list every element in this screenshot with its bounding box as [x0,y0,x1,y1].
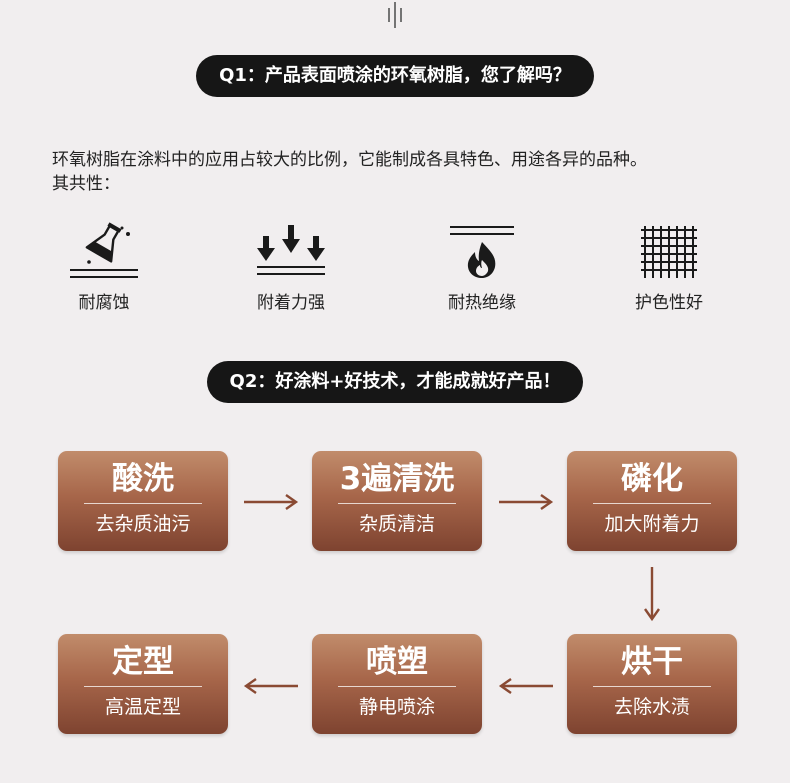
arrow-left-icon [243,678,298,694]
flask-icon [70,222,138,278]
feature-label: 附着力强 [257,293,325,313]
step-subtitle: 静电喷涂 [358,696,435,718]
arrow-down-icon [644,567,660,622]
step-subtitle: 杂质清洁 [358,513,435,535]
intro-line-1: 环氧树脂在涂料中的应用占较大的比例，它能制成各具特色、用途各异的品种。 [52,150,647,170]
step-title: 定型 [112,644,174,680]
step-title: 酸洗 [112,461,174,497]
step-title: 喷塑 [366,644,428,680]
feature-corrosion: 耐腐蚀 [29,222,179,313]
step-divider [338,503,456,504]
step-title: 磷化 [621,461,683,497]
step-divider [84,686,202,687]
step-divider [84,503,202,504]
down-arrows-icon [257,225,325,275]
step-divider [593,503,711,504]
step-subtitle: 加大附着力 [604,513,700,535]
question-2-banner: Q2：好涂料+好技术，才能成就好产品！ [207,361,583,403]
process-step-pickling: 酸洗 去杂质油污 [58,451,228,551]
step-title: 烘干 [621,644,683,680]
process-step-curing: 定型 高温定型 [58,634,228,734]
arrow-left-icon [498,678,553,694]
process-step-phosphating: 磷化 加大附着力 [567,451,737,551]
intro-text: 环氧树脂在涂料中的应用占较大的比例，它能制成各具特色、用途各异的品种。 其共性： [52,148,752,196]
question-1-banner: Q1：产品表面喷涂的环氧树脂，您了解吗？ [196,55,594,97]
process-step-spraying: 喷塑 静电喷涂 [312,634,482,734]
grid-icon [641,226,697,278]
feature-label: 耐腐蚀 [78,293,130,313]
feature-label: 耐热绝缘 [448,293,516,313]
process-step-drying: 烘干 去除水渍 [567,634,737,734]
process-step-rinse: 3遍清洗 杂质清洁 [312,451,482,551]
feature-label: 护色性好 [635,293,703,313]
divider-mark-icon [388,2,402,28]
flame-icon [450,226,514,278]
step-subtitle: 去杂质油污 [95,513,191,535]
arrow-right-icon [499,494,554,510]
step-title: 3遍清洗 [339,461,455,497]
step-divider [338,686,456,687]
step-divider [593,686,711,687]
step-subtitle: 高温定型 [104,696,181,718]
arrow-right-icon [244,494,299,510]
intro-line-2: 其共性： [52,174,120,194]
feature-heat-insulation: 耐热绝缘 [407,222,557,313]
feature-color-retention: 护色性好 [594,222,744,313]
step-subtitle: 去除水渍 [613,696,690,718]
feature-adhesion: 附着力强 [216,222,366,313]
